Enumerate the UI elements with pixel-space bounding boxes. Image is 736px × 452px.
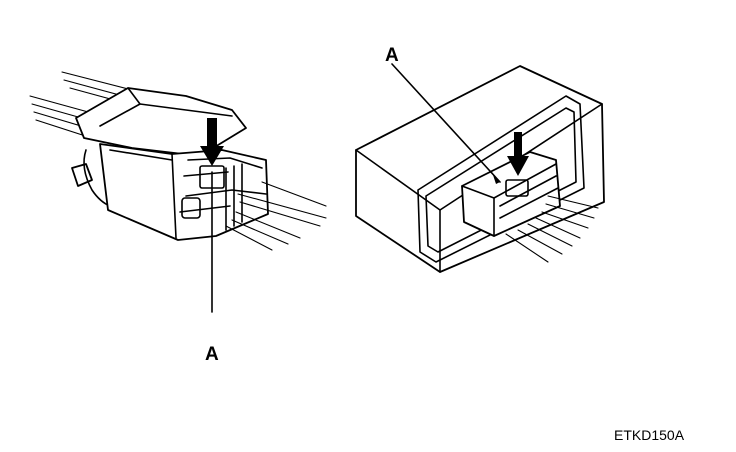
right-module-frame xyxy=(417,95,585,263)
right-connector-plug xyxy=(461,151,561,237)
left-connector-rear-wires xyxy=(29,71,141,143)
left-press-arrow xyxy=(200,118,224,166)
left-connector xyxy=(29,71,327,313)
left-connector-front-wires xyxy=(225,181,327,251)
figure-code: ETKD150A xyxy=(614,427,685,443)
right-callout-label: A xyxy=(385,45,399,66)
right-callout-leader xyxy=(391,63,501,183)
right-press-arrow xyxy=(507,132,529,176)
right-connector-wires xyxy=(505,195,599,263)
left-connector-rear-housing xyxy=(75,87,247,157)
right-connector xyxy=(355,63,605,273)
left-callout-label: A xyxy=(205,344,219,365)
